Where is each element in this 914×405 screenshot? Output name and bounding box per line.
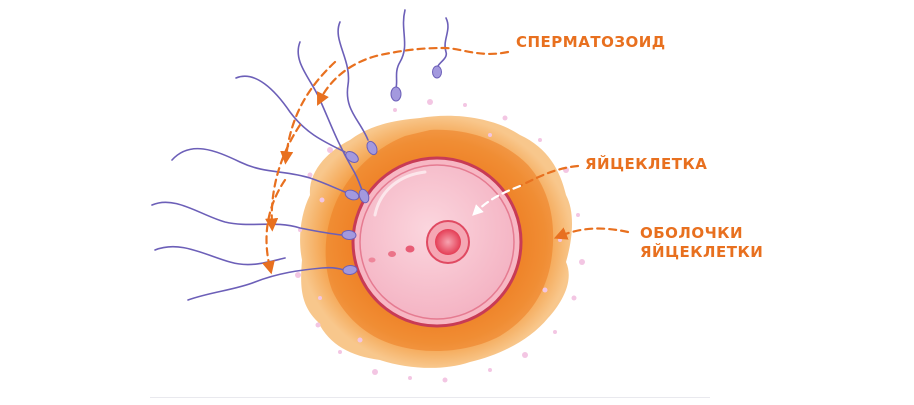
nucleus-icon [426, 220, 470, 264]
sperm-icon [187, 264, 358, 301]
egg-pointer-arrow [472, 184, 522, 216]
pointer-arrows [262, 46, 630, 275]
sperm-icon [171, 147, 360, 201]
sperm-icon [235, 75, 359, 163]
arrow-to-membranes [553, 227, 630, 240]
sperm-icon [390, 9, 406, 102]
arrow-to-egg [518, 164, 580, 188]
label-egg: ЯЙЦЕКЛЕТКА [585, 155, 708, 173]
sperm-icon [337, 21, 378, 156]
sperm-icon [154, 245, 286, 266]
sperm-group [151, 9, 449, 301]
label-egg-membranes-line2: ЯЙЦЕКЛЕТКИ [640, 243, 764, 261]
sperm-icon [297, 41, 370, 204]
baseline-divider [150, 397, 710, 398]
sperm-icon [432, 17, 449, 79]
label-egg-membranes-line1: ОБОЛОЧКИ [640, 224, 744, 242]
sperm-icon [151, 201, 357, 241]
arrow-to-sperm [317, 46, 510, 106]
sperm-path-dots [368, 245, 415, 263]
label-sperm: СПЕРМАТОЗОИД [516, 33, 666, 51]
arrow-sperm-down-2 [265, 123, 302, 232]
label-egg-membranes: ОБОЛОЧКИ ЯЙЦЕКЛЕТКИ [640, 224, 763, 262]
